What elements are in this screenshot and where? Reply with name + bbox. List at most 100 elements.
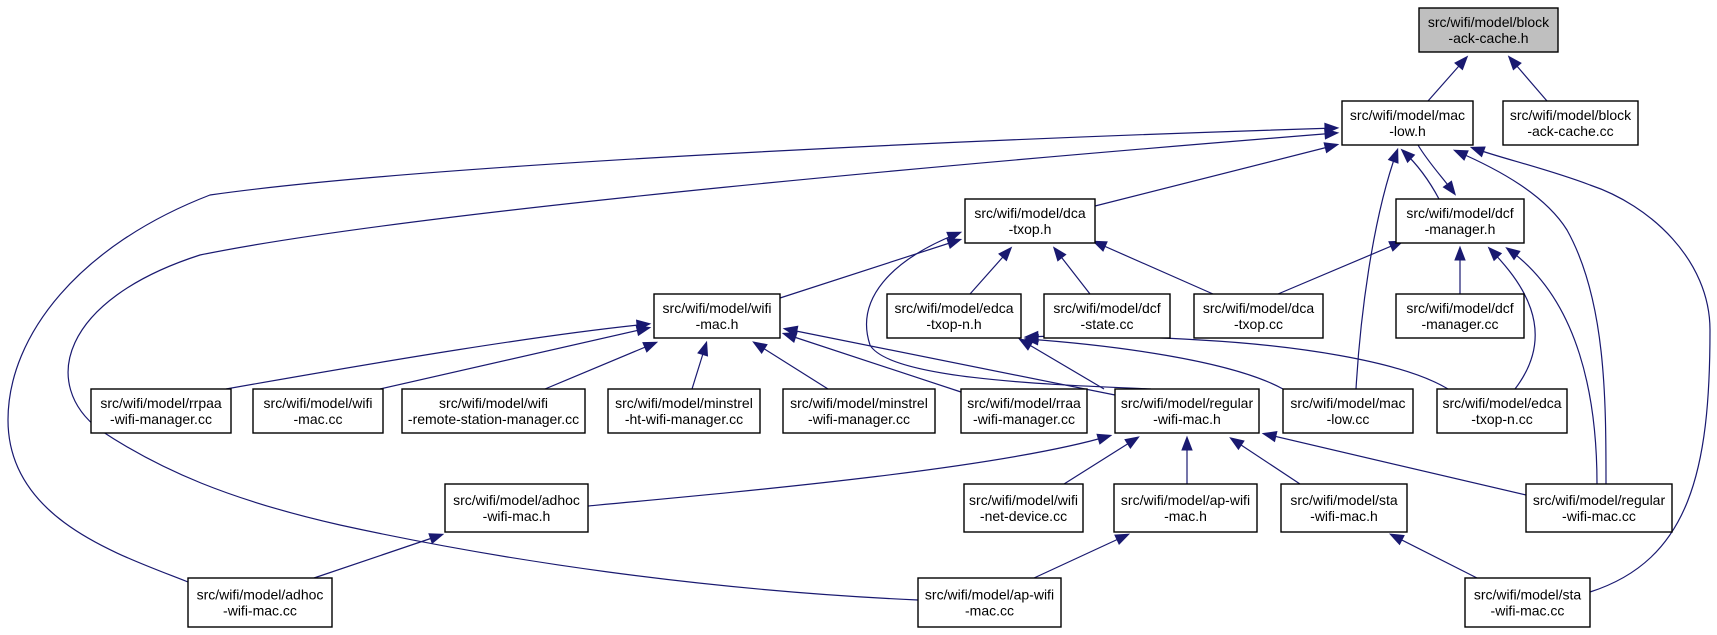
node-box xyxy=(1525,483,1673,533)
edge-dcf-manager-cc-to-dcf-manager-h-arrowhead xyxy=(1454,245,1466,261)
edge-sta-wifi-mac-h-to-regular-wifi-mac-h xyxy=(1231,438,1301,485)
node-mac-low-h[interactable]: src/wifi/model/mac-low.h xyxy=(1341,100,1474,146)
node-box xyxy=(401,388,586,434)
node-block-ack-cache-h[interactable]: src/wifi/model/block-ack-cache.h xyxy=(1418,7,1559,53)
node-box xyxy=(1502,100,1639,146)
edge-dca-txop-cc-to-dca-txop-h-arrowhead xyxy=(1091,240,1108,252)
node-dcf-state-cc[interactable]: src/wifi/model/dcf-state.cc xyxy=(1043,293,1171,339)
node-label-line: src/wifi/model/ap-wifi xyxy=(925,587,1054,603)
edge-regular-wifi-mac-h-to-wifi-mac-h xyxy=(785,328,1116,396)
edge-minstrel-ht-wifi-manager-cc-to-wifi-mac-h-arrowhead xyxy=(697,340,709,357)
node-edca-txop-n-cc[interactable]: src/wifi/model/edca-txop-n.cc xyxy=(1436,388,1568,434)
edge-adhoc-wifi-mac-cc-to-mac-low-h xyxy=(7,127,1337,583)
edge-edca-txop-n-cc-to-dcf-manager-h xyxy=(1489,248,1536,390)
node-sta-wifi-mac-h[interactable]: src/wifi/model/sta-wifi-mac.h xyxy=(1280,483,1408,533)
edge-dca-txop-cc-to-dcf-manager-h xyxy=(1277,241,1402,295)
edge-rrpaa-wifi-manager-cc-to-wifi-mac-h xyxy=(225,323,649,390)
node-mac-low-cc[interactable]: src/wifi/model/mac-low.cc xyxy=(1282,388,1414,434)
edge-regular-wifi-mac-cc-to-mac-low-h xyxy=(1455,150,1607,485)
node-box xyxy=(886,293,1022,339)
node-label-line: -manager.cc xyxy=(1421,316,1498,332)
edge-dcf-state-cc-to-dca-txop-h-arrowhead xyxy=(1052,246,1067,262)
node-box xyxy=(1280,483,1408,533)
node-box xyxy=(90,388,232,434)
node-box xyxy=(1113,483,1258,533)
node-ap-wifi-mac-h[interactable]: src/wifi/model/ap-wifi-mac.h xyxy=(1113,483,1258,533)
edge-mac-low-cc-to-edca-txop-n-h xyxy=(1026,338,1284,390)
node-label-line: -low.cc xyxy=(1327,411,1370,427)
edge-mac-low-h-to-block-ack-cache-h-arrowhead xyxy=(1454,55,1469,71)
graph-edges xyxy=(7,55,1711,601)
node-label-line: src/wifi/model/dca xyxy=(974,205,1085,221)
node-sta-wifi-mac-cc[interactable]: src/wifi/model/sta-wifi-mac.cc xyxy=(1464,577,1591,628)
node-dcf-manager-cc[interactable]: src/wifi/model/dcf-manager.cc xyxy=(1395,293,1525,339)
edge-edca-txop-n-cc-to-edca-txop-n-h-arrowhead xyxy=(1023,330,1039,343)
edge-adhoc-wifi-mac-cc-to-adhoc-wifi-mac-h-arrowhead xyxy=(428,533,445,545)
edge-block-ack-cache-cc-to-block-ack-cache-h-arrowhead xyxy=(1507,55,1522,71)
node-adhoc-wifi-mac-h[interactable]: src/wifi/model/adhoc-wifi-mac.h xyxy=(444,483,589,533)
edge-ap-wifi-mac-cc-to-mac-low-h xyxy=(67,132,1337,601)
node-minstrel-ht-wifi-manager-cc[interactable]: src/wifi/model/minstrel-ht-wifi-manager.… xyxy=(607,388,761,434)
node-label-line: -wifi-mac.h xyxy=(1153,411,1221,427)
node-label-line: -ack-cache.cc xyxy=(1527,123,1613,139)
node-label-line: src/wifi/model/adhoc xyxy=(197,587,324,603)
edge-edca-txop-n-cc-to-dcf-manager-h-arrowhead xyxy=(1487,246,1503,262)
node-wifi-mac-h[interactable]: src/wifi/model/wifi-mac.h xyxy=(653,293,781,339)
edge-mac-low-h-to-dcf-manager-h-arrowhead xyxy=(1442,180,1457,196)
node-label-line: -txop-n.h xyxy=(926,316,981,332)
node-box xyxy=(252,388,384,434)
node-adhoc-wifi-mac-cc[interactable]: src/wifi/model/adhoc-wifi-mac.cc xyxy=(187,577,333,628)
node-box xyxy=(1418,7,1559,53)
node-box xyxy=(782,388,936,434)
edge-ap-wifi-mac-cc-to-mac-low-h-arrowhead xyxy=(1324,128,1340,140)
node-box xyxy=(1395,198,1525,244)
node-regular-wifi-mac-h[interactable]: src/wifi/model/regular-wifi-mac.h xyxy=(1114,388,1260,434)
node-wifi-mac-cc[interactable]: src/wifi/model/wifi-mac.cc xyxy=(252,388,384,434)
node-block-ack-cache-cc[interactable]: src/wifi/model/block-ack-cache.cc xyxy=(1502,100,1639,146)
edge-sta-wifi-mac-cc-to-mac-low-h xyxy=(1472,147,1711,593)
edge-regular-wifi-mac-h-to-edca-txop-n-h xyxy=(1020,339,1105,390)
edge-ap-wifi-mac-h-to-regular-wifi-mac-h-arrowhead xyxy=(1181,435,1193,451)
edge-ap-wifi-mac-cc-to-ap-wifi-mac-h-arrowhead xyxy=(1114,533,1131,546)
node-dcf-manager-h[interactable]: src/wifi/model/dcf-manager.h xyxy=(1395,198,1525,244)
node-box xyxy=(1043,293,1171,339)
node-rraa-wifi-manager-cc[interactable]: src/wifi/model/rraa-wifi-manager.cc xyxy=(960,388,1088,434)
node-label-line: src/wifi/model/dcf xyxy=(1053,300,1160,316)
node-label-line: -mac.h xyxy=(1164,508,1207,524)
node-label-line: src/wifi/model/minstrel xyxy=(615,395,753,411)
node-regular-wifi-mac-cc[interactable]: src/wifi/model/regular-wifi-mac.cc xyxy=(1525,483,1673,533)
edge-regular-wifi-mac-cc-to-dcf-manager-h-arrowhead xyxy=(1505,247,1521,261)
node-box xyxy=(653,293,781,339)
node-box xyxy=(1193,293,1324,339)
edge-adhoc-wifi-mac-h-to-regular-wifi-mac-h-arrowhead xyxy=(1096,433,1113,445)
edge-wifi-mac-h-to-dca-txop-h-arrowhead xyxy=(946,238,963,249)
node-label-line: src/wifi/model/sta xyxy=(1290,492,1398,508)
node-wifi-remote-station-manager-cc[interactable]: src/wifi/model/wifi-remote-station-manag… xyxy=(401,388,586,434)
edge-wifi-net-device-cc-to-regular-wifi-mac-h-arrowhead xyxy=(1124,436,1140,449)
node-minstrel-wifi-manager-cc[interactable]: src/wifi/model/minstrel-wifi-manager.cc xyxy=(782,388,936,434)
node-label-line: -mac.cc xyxy=(965,603,1014,619)
node-rrpaa-wifi-manager-cc[interactable]: src/wifi/model/rrpaa-wifi-manager.cc xyxy=(90,388,232,434)
node-box xyxy=(187,577,333,628)
node-wifi-net-device-cc[interactable]: src/wifi/model/wifi-net-device.cc xyxy=(963,483,1084,533)
node-label-line: -ack-cache.h xyxy=(1448,30,1528,46)
node-dca-txop-h[interactable]: src/wifi/model/dca-txop.h xyxy=(964,198,1096,244)
node-label-line: -txop-n.cc xyxy=(1471,411,1532,427)
node-edca-txop-n-h[interactable]: src/wifi/model/edca-txop-n.h xyxy=(886,293,1022,339)
node-ap-wifi-mac-cc[interactable]: src/wifi/model/ap-wifi-mac.cc xyxy=(917,577,1062,628)
node-label-line: src/wifi/model/edca xyxy=(1442,395,1561,411)
node-label-line: src/wifi/model/edca xyxy=(894,300,1013,316)
node-label-line: src/wifi/model/block xyxy=(1510,107,1632,123)
node-label-line: -txop.h xyxy=(1009,221,1052,237)
node-label-line: src/wifi/model/mac xyxy=(1290,395,1405,411)
node-box xyxy=(1114,388,1260,434)
node-label-line: -ht-wifi-manager.cc xyxy=(625,411,743,427)
node-box xyxy=(917,577,1062,628)
edge-edca-txop-n-h-to-dca-txop-h-arrowhead xyxy=(998,246,1013,262)
node-label-line: -wifi-manager.cc xyxy=(808,411,910,427)
edge-regular-wifi-mac-h-to-wifi-mac-h-arrowhead xyxy=(782,325,799,337)
node-label-line: src/wifi/model/block xyxy=(1428,14,1550,30)
edge-sta-wifi-mac-cc-to-sta-wifi-mac-h-arrowhead xyxy=(1388,533,1405,546)
node-dca-txop-cc[interactable]: src/wifi/model/dca-txop.cc xyxy=(1193,293,1324,339)
node-label-line: -wifi-mac.cc xyxy=(223,603,297,619)
